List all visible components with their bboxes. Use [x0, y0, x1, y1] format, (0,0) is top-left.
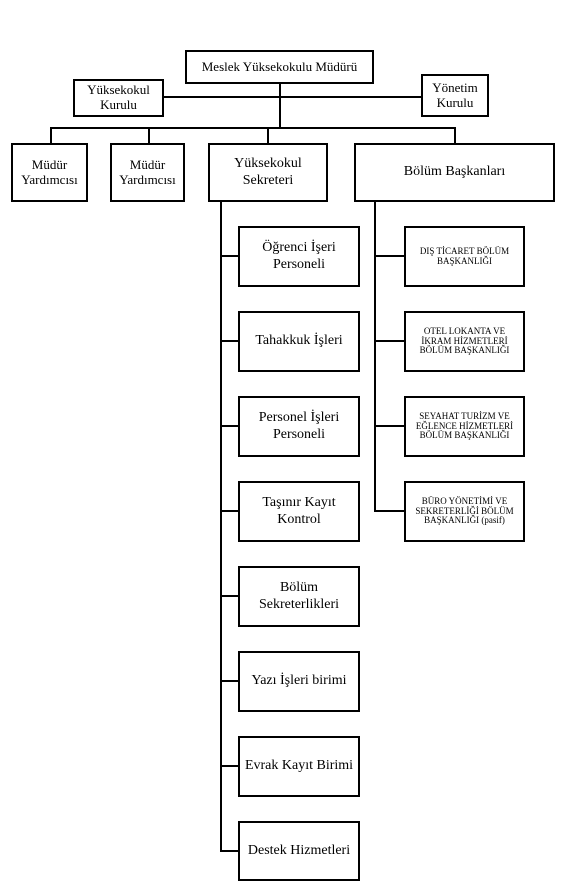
department-box: SEYAHAT TURİZM VE EĞLENCE HİZMETLERİ BÖL… [404, 396, 525, 457]
unit-box: Yazı İşleri birimi [238, 651, 360, 712]
vice-director-1-box: Müdür Yardımcısı [11, 143, 88, 202]
unit-box: Personel İşleri Personeli [238, 396, 360, 457]
unit-label: Destek Hizmetleri [247, 842, 351, 858]
director-box: Meslek Yüksekokulu Müdürü [185, 50, 374, 84]
department-label: DIŞ TİCARET BÖLÜM BAŞKANLIĞI [419, 246, 510, 266]
department-label: BÜRO YÖNETİMİ VE SEKRETERLİĞİ BÖLÜM BAŞK… [415, 496, 514, 526]
connector-heads [454, 127, 456, 143]
connector-heads-trunk [374, 201, 376, 511]
connector-vice2 [148, 127, 150, 143]
unit-label: Taşınır Kayıt Kontrol [262, 495, 336, 527]
unit-label: Tahakkuk İşleri [255, 333, 343, 349]
unit-box: Öğrenci İşeri Personeli [238, 226, 360, 287]
connector-boards [163, 96, 422, 98]
secretary-label: Yüksekokul Sekreteri [234, 156, 302, 188]
connector-unit-6 [220, 680, 239, 682]
unit-label: Evrak Kayıt Birimi [244, 758, 354, 774]
connector-unit-4 [220, 510, 239, 512]
board-left-label: Yüksekokul Kurulu [87, 82, 150, 112]
connector-level2-bar [50, 127, 456, 129]
unit-box: Taşınır Kayıt Kontrol [238, 481, 360, 542]
connector-unit-7 [220, 765, 239, 767]
connector-secretary [267, 127, 269, 143]
connector-unit-2 [220, 340, 239, 342]
department-box: BÜRO YÖNETİMİ VE SEKRETERLİĞİ BÖLÜM BAŞK… [404, 481, 525, 542]
vice-director-2-label: Müdür Yardımcısı [119, 156, 176, 187]
connector-secretary-trunk [220, 201, 222, 852]
unit-box: Tahakkuk İşleri [238, 311, 360, 372]
department-heads-label: Bölüm Başkanları [403, 164, 506, 180]
board-left-box: Yüksekokul Kurulu [73, 79, 164, 117]
unit-box: Bölüm Sekreterlikleri [238, 566, 360, 627]
department-label: SEYAHAT TURİZM VE EĞLENCE HİZMETLERİ BÖL… [415, 411, 514, 441]
connector-unit-5 [220, 595, 239, 597]
department-box: OTEL LOKANTA VE İKRAM HİZMETLERİ BÖLÜM B… [404, 311, 525, 372]
unit-box: Destek Hizmetleri [238, 821, 360, 881]
vice-director-1-label: Müdür Yardımcısı [21, 156, 78, 187]
unit-label: Bölüm Sekreterlikleri [258, 580, 340, 612]
connector-vice1 [50, 127, 52, 143]
secretary-box: Yüksekokul Sekreteri [208, 143, 328, 202]
department-heads-box: Bölüm Başkanları [354, 143, 555, 202]
department-box: DIŞ TİCARET BÖLÜM BAŞKANLIĞI [404, 226, 525, 287]
unit-label: Personel İşleri Personeli [258, 410, 340, 442]
unit-box: Evrak Kayıt Birimi [238, 736, 360, 797]
connector-unit-3 [220, 425, 239, 427]
connector-unit-1 [220, 255, 239, 257]
department-label: OTEL LOKANTA VE İKRAM HİZMETLERİ BÖLÜM B… [419, 326, 510, 356]
vice-director-2-box: Müdür Yardımcısı [110, 143, 185, 202]
connector-director-down [279, 83, 281, 128]
unit-label: Yazı İşleri birimi [251, 673, 347, 689]
connector-dept-2 [374, 340, 405, 342]
unit-label: Öğrenci İşeri Personeli [262, 240, 336, 272]
connector-dept-3 [374, 425, 405, 427]
connector-unit-8 [220, 850, 239, 852]
board-right-box: Yönetim Kurulu [421, 74, 489, 117]
connector-dept-1 [374, 255, 405, 257]
board-right-label: Yönetim Kurulu [432, 79, 478, 110]
connector-dept-4 [374, 510, 405, 512]
director-label: Meslek Yüksekokulu Müdürü [201, 58, 358, 74]
